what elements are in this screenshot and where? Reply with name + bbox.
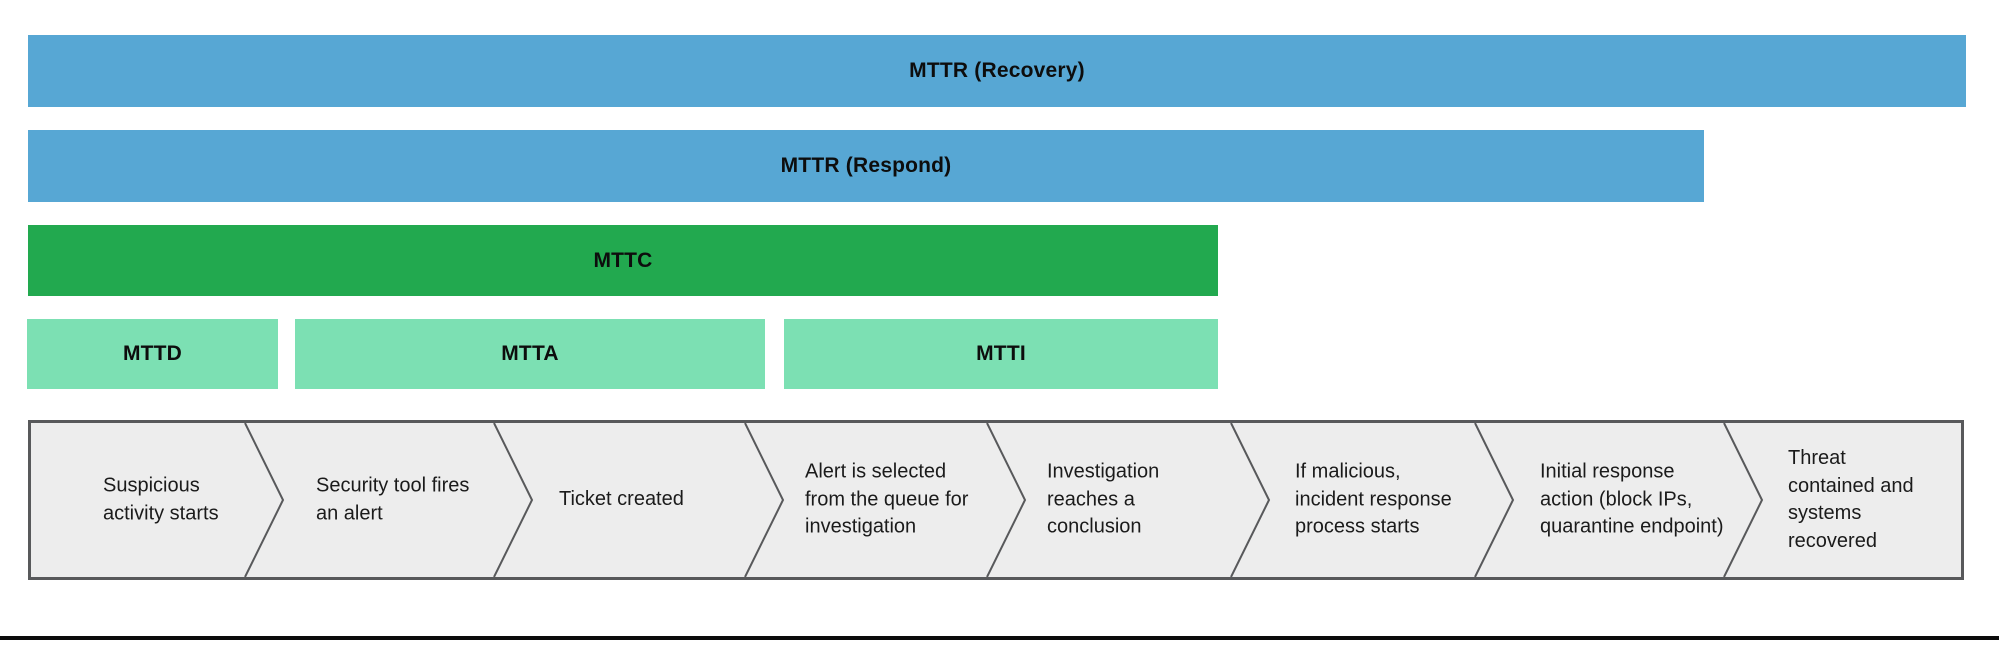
chevron-separator [1723,423,1764,577]
chevron-separator [986,423,1027,577]
bar-mttd: MTTD [27,319,278,389]
chevron-separator [244,423,285,577]
process-step-incident-response-starts: If malicious, incident response process … [1295,460,1452,538]
chevron-separator [1230,423,1271,577]
chevron-separator [1474,423,1515,577]
bar-mtta-label: MTTA [501,342,559,365]
bar-mtti: MTTI [784,319,1218,389]
bar-mtta: MTTA [295,319,765,389]
process-step-ticket-created: Ticket created [559,488,684,511]
chevron-separator [493,423,534,577]
bar-mttd-label: MTTD [122,342,183,365]
chevron-separator [744,423,785,577]
bar-mttc-label: MTTC [593,248,653,272]
bottom-divider-rule [0,636,1999,640]
bar-mtti-label: MTTI [976,342,1026,365]
bar-mttr-recovery-label: MTTR (Recovery) [909,59,1085,82]
process-step-initial-response-action: Initial response action (block IPs, quar… [1540,460,1724,538]
bar-mttc: MTTC [28,225,1218,296]
process-step-threat-contained: Threat contained and systems recovered [1788,446,1914,552]
bar-mttr-respond: MTTR (Respond) [28,130,1704,202]
process-step-alert-selected: Alert is selected from the queue for inv… [805,460,969,538]
process-step-investigation-conclusion: Investigation reaches a conclusion [1047,460,1160,538]
chevron-separators [244,423,1764,577]
process-chevron-band: Suspicious activity starts Security tool… [28,420,1964,580]
process-step-suspicious-activity: Suspicious activity starts [103,474,219,524]
bar-mttr-respond-label: MTTR (Respond) [780,154,952,177]
process-step-security-tool-alert: Security tool fires an alert [316,474,470,524]
bar-mttr-recovery: MTTR (Recovery) [28,35,1966,107]
